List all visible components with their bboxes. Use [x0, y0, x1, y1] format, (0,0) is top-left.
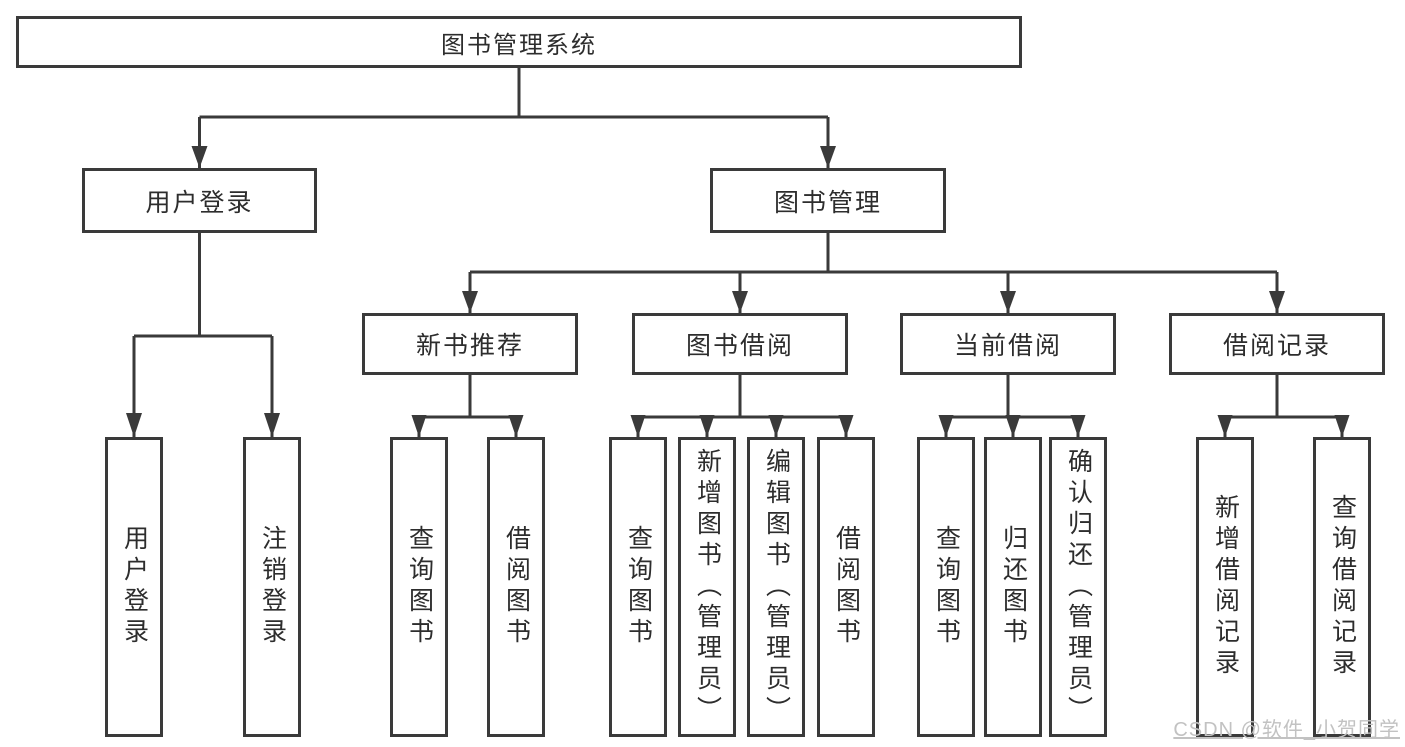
arrowheads [126, 146, 1350, 437]
node-current-borrowing: 当前借阅 [900, 313, 1116, 375]
leaf-add-books-admin: 新增图书（管理员） [678, 437, 736, 737]
node-library-management-system: 图书管理系统 [16, 16, 1022, 68]
node-book-borrowing: 图书借阅 [632, 313, 848, 375]
node-user-login: 用户登录 [82, 168, 317, 233]
leaf-user-login: 用户登录 [105, 437, 163, 737]
leaf-confirm-return-admin: 确认归还（管理员） [1049, 437, 1107, 737]
leaf-return-books: 归还图书 [984, 437, 1042, 737]
csdn-watermark: CSDN @软件_小贺同学 [1173, 719, 1400, 741]
leaf-borrow-books-recommend: 借阅图书 [487, 437, 545, 737]
leaf-query-books-recommend: 查询图书 [390, 437, 448, 737]
leaf-edit-books-admin: 编辑图书（管理员） [747, 437, 805, 737]
leaf-add-borrow-record: 新增借阅记录 [1196, 437, 1254, 737]
leaf-query-books-current: 查询图书 [917, 437, 975, 737]
leaf-query-borrow-record: 查询借阅记录 [1313, 437, 1371, 737]
node-borrowing-records: 借阅记录 [1169, 313, 1385, 375]
leaf-logout: 注销登录 [243, 437, 301, 737]
node-new-book-recommend: 新书推荐 [362, 313, 578, 375]
node-book-management: 图书管理 [710, 168, 946, 233]
leaf-borrow-books: 借阅图书 [817, 437, 875, 737]
leaf-query-books-borrowing: 查询图书 [609, 437, 667, 737]
